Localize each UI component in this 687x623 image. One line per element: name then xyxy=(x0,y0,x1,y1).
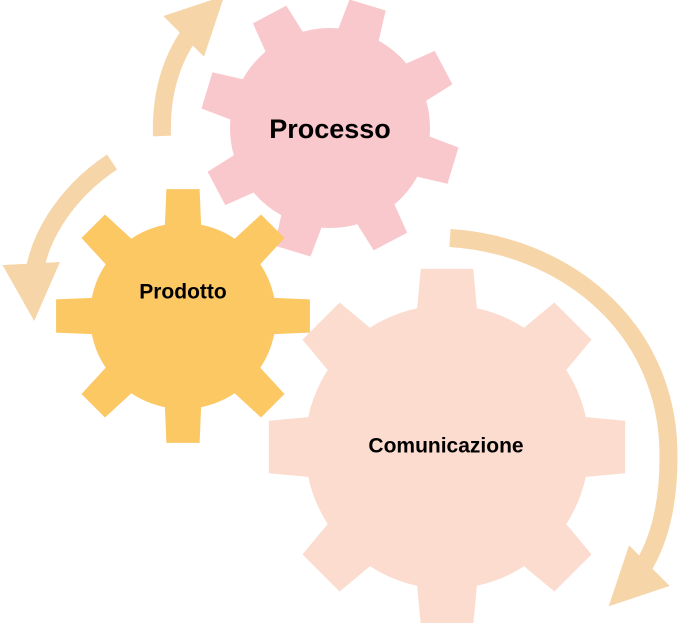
cycle-arrow-left xyxy=(2,154,118,322)
gear-label-comunicazione: Comunicazione xyxy=(368,435,523,458)
cycle-arrow-top xyxy=(152,0,225,137)
gear-prodotto xyxy=(56,189,310,443)
gear-label-processo: Processo xyxy=(269,114,391,144)
cycle-arrow-right xyxy=(449,229,678,607)
gear-comunicazione xyxy=(268,268,626,623)
gear-processo xyxy=(201,0,459,257)
gear-label-prodotto: Prodotto xyxy=(139,281,226,304)
